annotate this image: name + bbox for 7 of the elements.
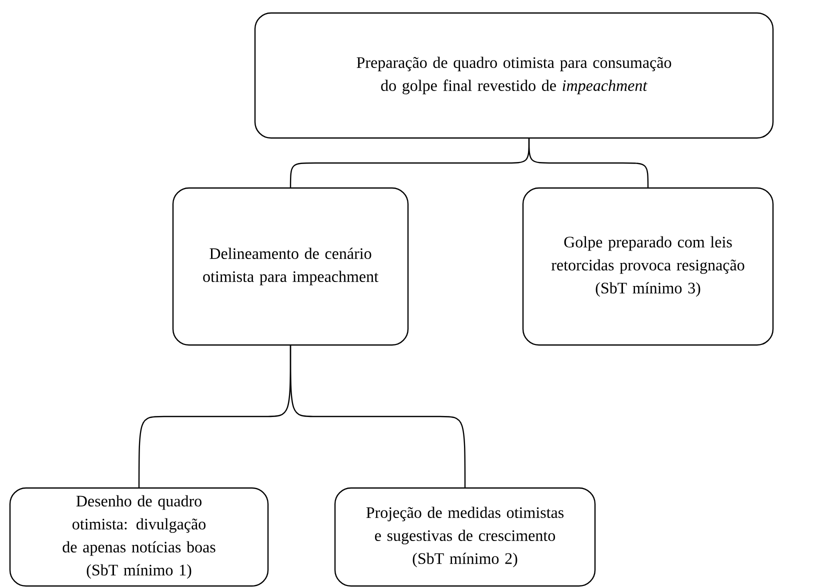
connector: [290, 345, 466, 488]
connector: [528, 138, 649, 188]
process-box: Delineamento de cenário otimista para impeachment: [172, 187, 409, 346]
process-box: Desenho de quadro otimista: divulgação de apenas notícias boas (SbT mínimo 1): [9, 487, 269, 587]
process-box: Golpe preparado com leis retorcidas provoca resignação (SbT mínimo 3): [522, 187, 774, 346]
process-box: Projeção de medidas otimistas e sugestivas de crescimento (SbT mínimo 2): [334, 487, 596, 587]
process-box: Preparação de quadro otimista para consumação do golpe final revestido de impeachment: [254, 12, 774, 139]
